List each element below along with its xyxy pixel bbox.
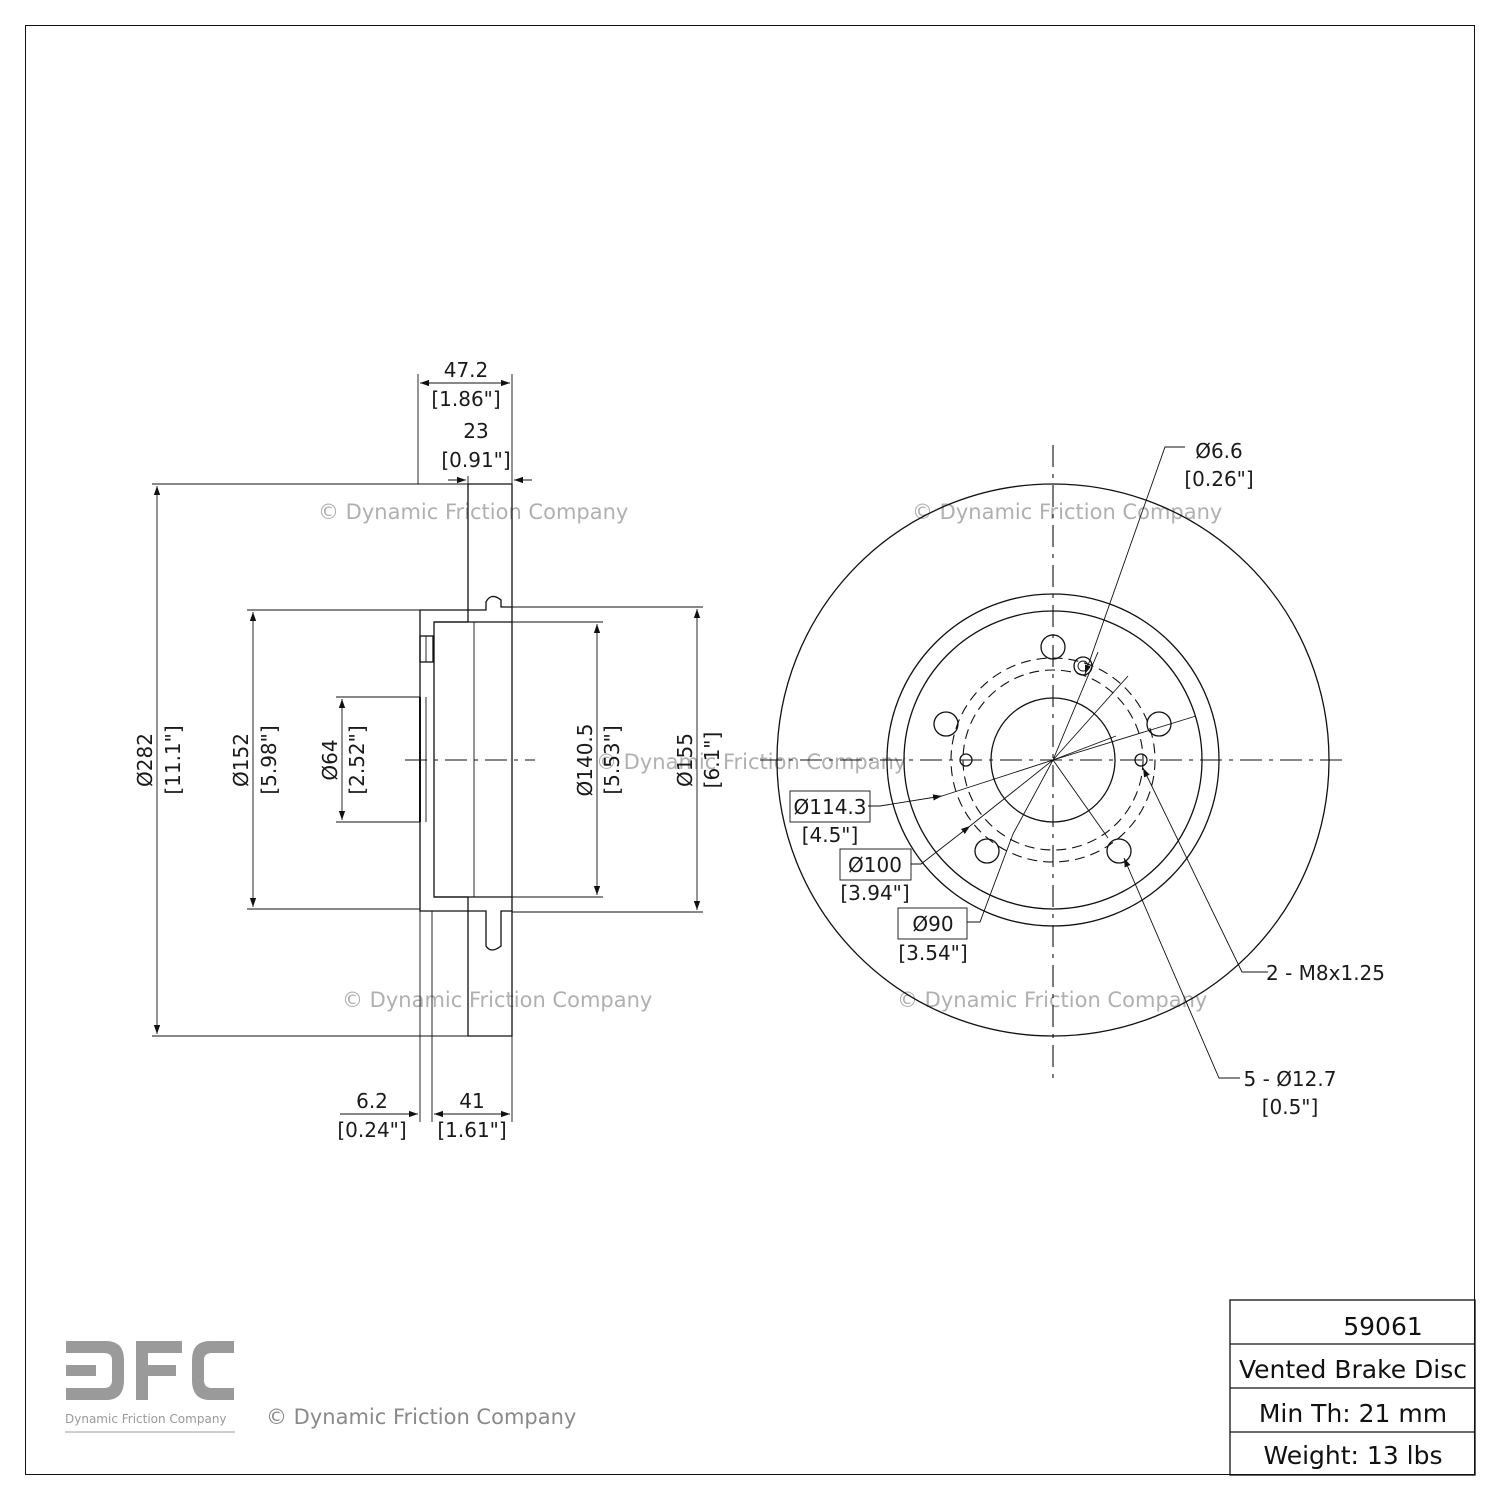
- lug-hole: [933, 711, 959, 737]
- center-bore-mm: Ø64: [318, 739, 342, 780]
- pilot-circle-in: [3.94"]: [840, 881, 909, 905]
- hub-stud-section: [419, 635, 434, 663]
- watermark-4: © Dynamic Friction Company: [342, 988, 652, 1012]
- hat-wall-in: [0.24"]: [337, 1118, 406, 1142]
- small-hole-in: [0.26"]: [1184, 467, 1253, 491]
- front-view: Ø114.3 [4.5"] Ø100 [3.94"] Ø90 [3.54"] Ø…: [760, 439, 1385, 1119]
- inner-friction-diameter-in: [6.1"]: [700, 732, 724, 789]
- rotor-section-bottom: [467, 910, 513, 1037]
- logo-caption: Dynamic Friction Company: [65, 1412, 227, 1426]
- leader-small-hole: [1084, 446, 1185, 675]
- min-thickness: Min Th: 21 mm: [1259, 1399, 1447, 1428]
- rotor-thickness-mm: 23: [463, 419, 488, 443]
- inner-friction-diameter-mm: Ø155: [673, 733, 697, 787]
- hat-wall-mm: 6.2: [356, 1089, 388, 1113]
- watermarks: © Dynamic Friction Company © Dynamic Fri…: [318, 500, 1222, 1012]
- rotor-thickness-in: [0.91"]: [441, 448, 510, 472]
- logo-letter-d: [66, 1341, 124, 1400]
- lug-holes-mm: 5 - Ø12.7: [1244, 1067, 1337, 1091]
- hat-diameter-mm: Ø152: [229, 733, 253, 787]
- inner-hat-diameter-in: [5.53"]: [600, 725, 624, 794]
- logo-letter-c: [192, 1341, 234, 1400]
- outer-diameter-mm: Ø282: [133, 733, 157, 787]
- part-description: Vented Brake Disc: [1239, 1355, 1467, 1384]
- title-block: 59061 Vented Brake Disc Min Th: 21 mm We…: [1229, 1299, 1476, 1476]
- weight: Weight: 13 lbs: [1263, 1441, 1442, 1470]
- small-hole-mm: Ø6.6: [1195, 439, 1243, 463]
- hat-height-in: [1.61"]: [437, 1118, 506, 1142]
- overall-width-in: [1.86"]: [431, 387, 500, 411]
- watermark-1: © Dynamic Friction Company: [318, 500, 628, 524]
- leader-lug-holes: [1123, 857, 1240, 1079]
- bolt-circle-in: [4.5"]: [802, 823, 859, 847]
- side-section-view: 47.2 [1.86"] 23 [0.91"] 6.2 [0.24"] 41 […: [133, 358, 724, 1142]
- leader-threaded-holes: [1142, 767, 1268, 973]
- part-number: 59061: [1343, 1312, 1423, 1341]
- bolt-circle-mm: Ø114.3: [794, 795, 867, 819]
- overall-width-mm: 47.2: [444, 358, 489, 382]
- lug-holes-in: [0.5"]: [1262, 1095, 1319, 1119]
- footer-copyright: © Dynamic Friction Company: [266, 1405, 576, 1429]
- outer-diameter-in: [11.1"]: [161, 725, 185, 794]
- hat-height-mm: 41: [459, 1089, 484, 1113]
- pilot-circle: [950, 657, 1156, 863]
- drawing-frame: [25, 25, 1475, 1475]
- dfc-logo: Dynamic Friction Company: [65, 1341, 235, 1433]
- inner-circle-in: [3.54"]: [898, 941, 967, 965]
- inner-hat-diameter-mm: Ø140.5: [573, 724, 597, 797]
- inner-circle: [962, 669, 1144, 851]
- inner-circle-mm: Ø90: [912, 912, 953, 936]
- lug-hole: [1146, 711, 1172, 737]
- threaded-holes-label: 2 - M8x1.25: [1266, 961, 1385, 985]
- watermark-2: © Dynamic Friction Company: [912, 500, 1222, 524]
- watermark-3: © Dynamic Friction Company: [596, 750, 906, 774]
- lug-hole: [974, 838, 1000, 864]
- center-bore-in: [2.52"]: [345, 725, 369, 794]
- rotor-section-top: [467, 483, 513, 611]
- lug-hole: [1106, 838, 1132, 864]
- pilot-circle-mm: Ø100: [848, 853, 902, 877]
- hat-diameter-in: [5.98"]: [257, 725, 281, 794]
- logo-letter-f: [136, 1341, 182, 1400]
- watermark-5: © Dynamic Friction Company: [897, 988, 1207, 1012]
